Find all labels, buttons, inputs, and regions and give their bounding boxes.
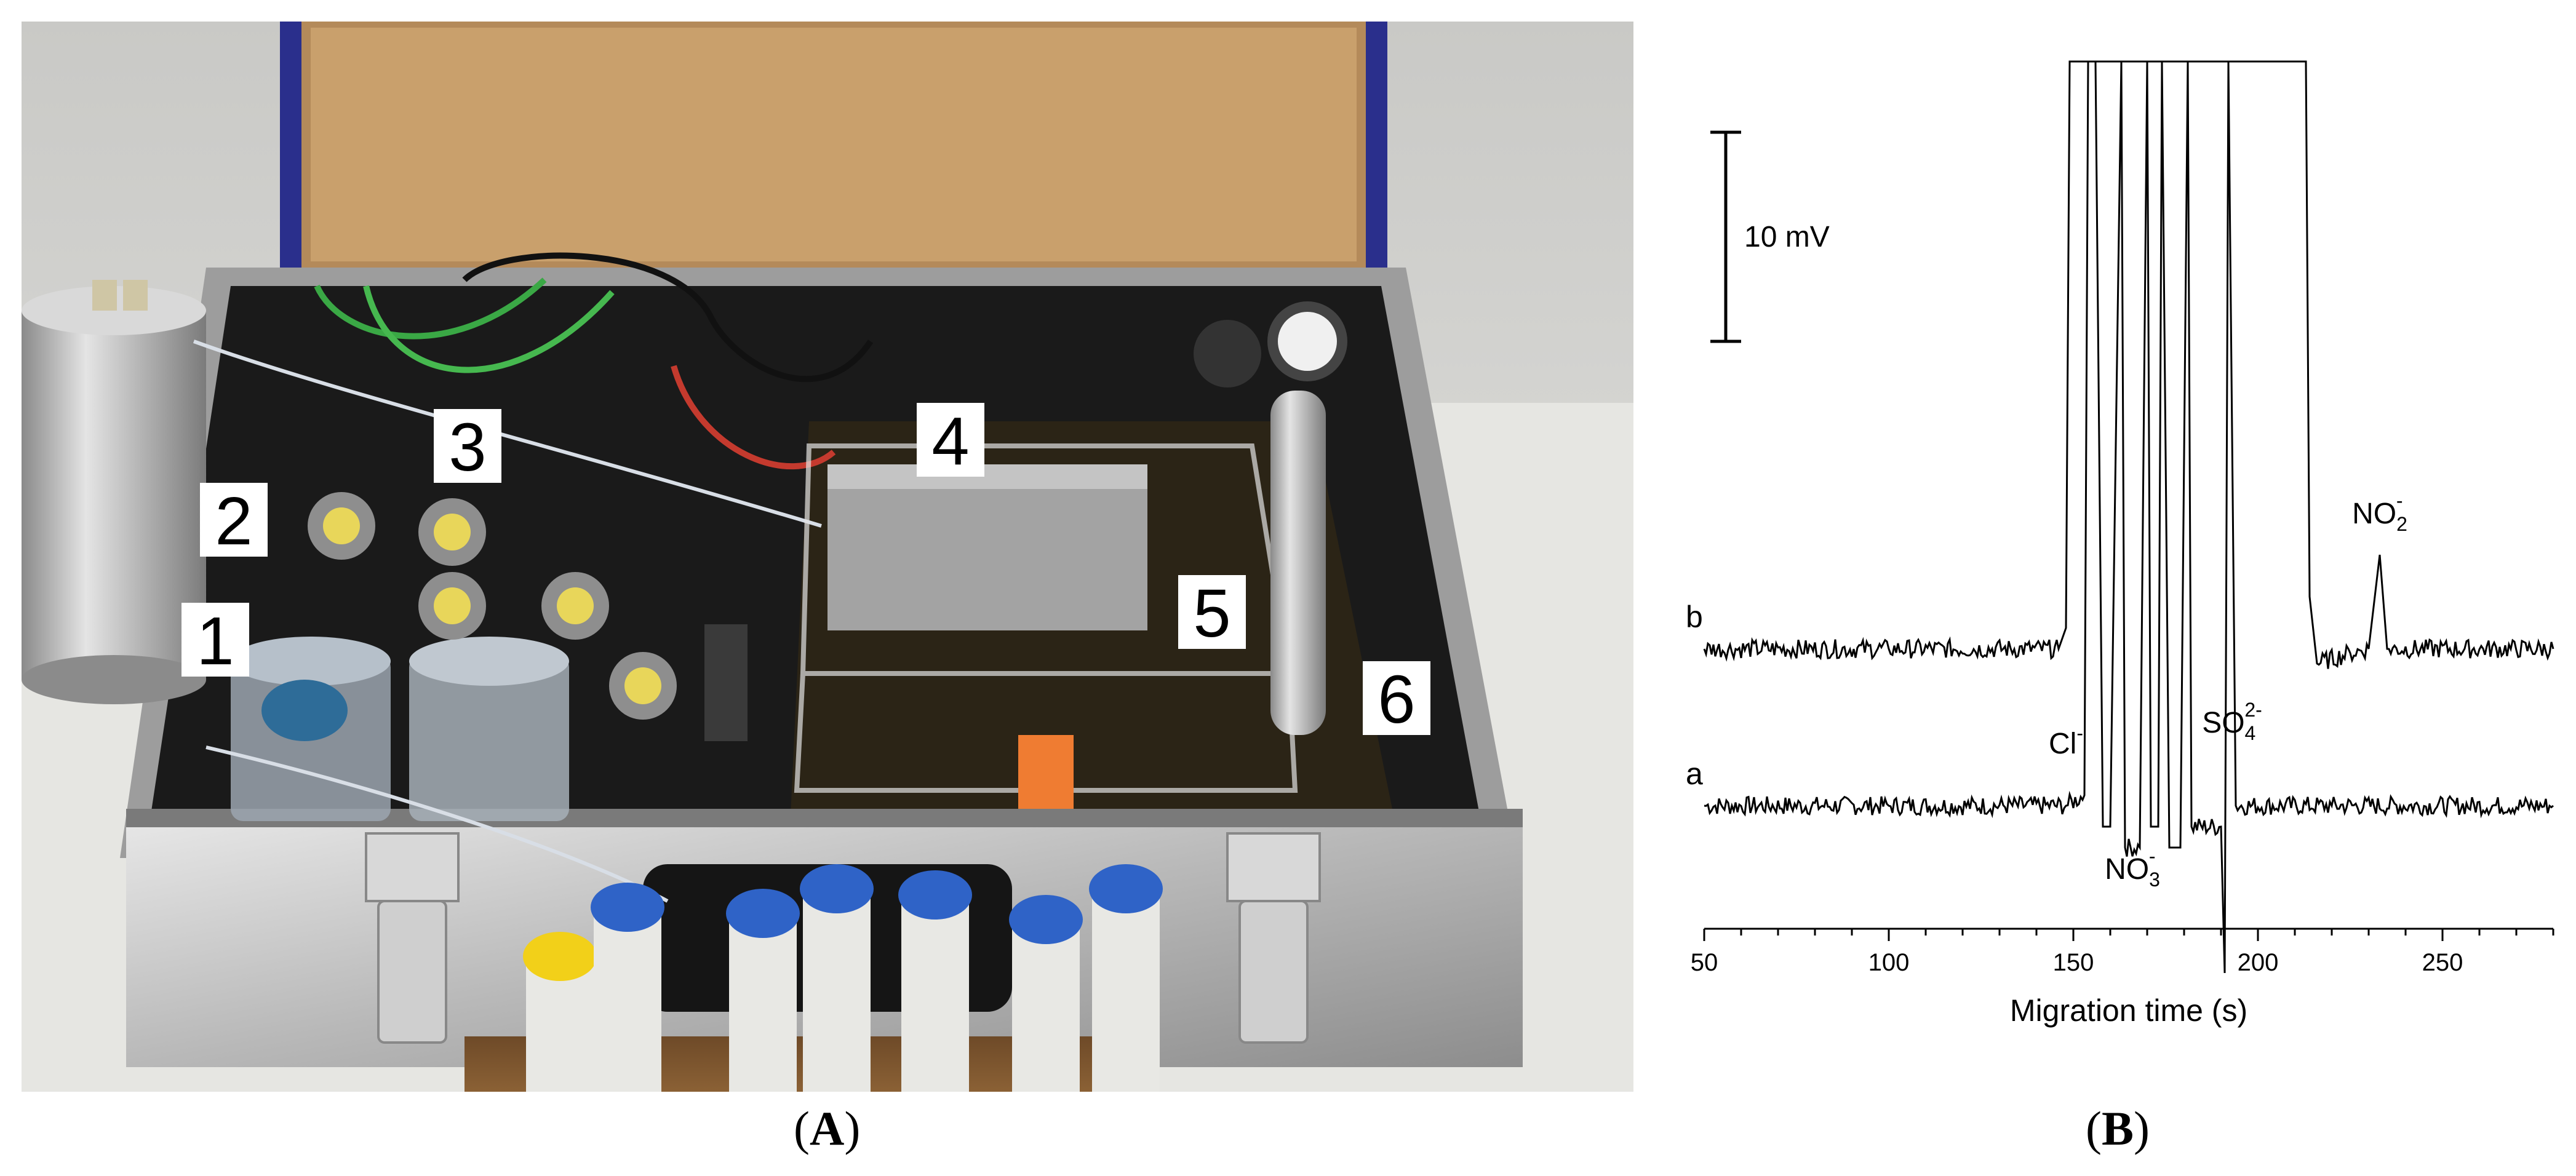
callout-6: 6	[1363, 661, 1430, 737]
series-b-trace	[1703, 60, 2554, 669]
x-tick-label: 250	[2422, 949, 2463, 976]
sample-vial	[1018, 735, 1074, 809]
x-tick-label: 200	[2238, 949, 2279, 976]
series-b-label: b	[1686, 600, 1703, 634]
svg-text:2: 2	[215, 483, 252, 559]
svg-text:3: 3	[449, 410, 486, 485]
electropherogram-chart: 10 mV a b Cl- NO3- SO42- NO2- 50 100 150 200 250…	[1686, 60, 2554, 1028]
series-a-trace	[1704, 60, 2554, 974]
svg-text:6: 6	[1378, 662, 1415, 737]
panel-b-label: (B)	[2086, 1102, 2150, 1155]
svg-text:1: 1	[196, 603, 234, 679]
panel-a-label: (A)	[794, 1102, 861, 1155]
scale-bar-label: 10 mV	[1744, 221, 1830, 253]
callout-3: 3	[434, 409, 501, 485]
callout-1: 1	[181, 603, 249, 679]
svg-text:4: 4	[931, 403, 969, 479]
x-tick-label: 50	[1691, 949, 1718, 976]
callout-2: 2	[200, 483, 268, 559]
x-axis: 50 100 150 200 250	[1691, 928, 2554, 976]
ion-annotation-3: NO2-	[2352, 490, 2407, 535]
sample-tubes	[465, 864, 1163, 1092]
ion-annotation-2: SO42-	[2202, 699, 2262, 744]
svg-text:5: 5	[1193, 576, 1230, 651]
gas-reservoir	[22, 280, 206, 704]
series-a-label: a	[1686, 757, 1703, 791]
device-photo: 1 2 3 4 5 6	[22, 22, 1633, 1092]
detector-box	[827, 464, 1147, 630]
x-axis-label: Migration time (s)	[2010, 993, 2247, 1028]
valves	[308, 492, 748, 741]
x-tick-label: 100	[1868, 949, 1910, 976]
case-lid	[280, 22, 1387, 286]
pressure-gauge	[1194, 301, 1347, 735]
callout-4: 4	[917, 403, 984, 479]
case-latches	[365, 832, 1321, 1044]
scale-bar: 10 mV	[1710, 130, 1830, 343]
callout-5: 5	[1178, 575, 1246, 651]
x-tick-label: 150	[2053, 949, 2094, 976]
ion-annotation-1: NO3-	[2105, 845, 2160, 891]
buffer-vials	[231, 637, 569, 821]
ion-annotation-0: Cl-	[2049, 722, 2083, 760]
